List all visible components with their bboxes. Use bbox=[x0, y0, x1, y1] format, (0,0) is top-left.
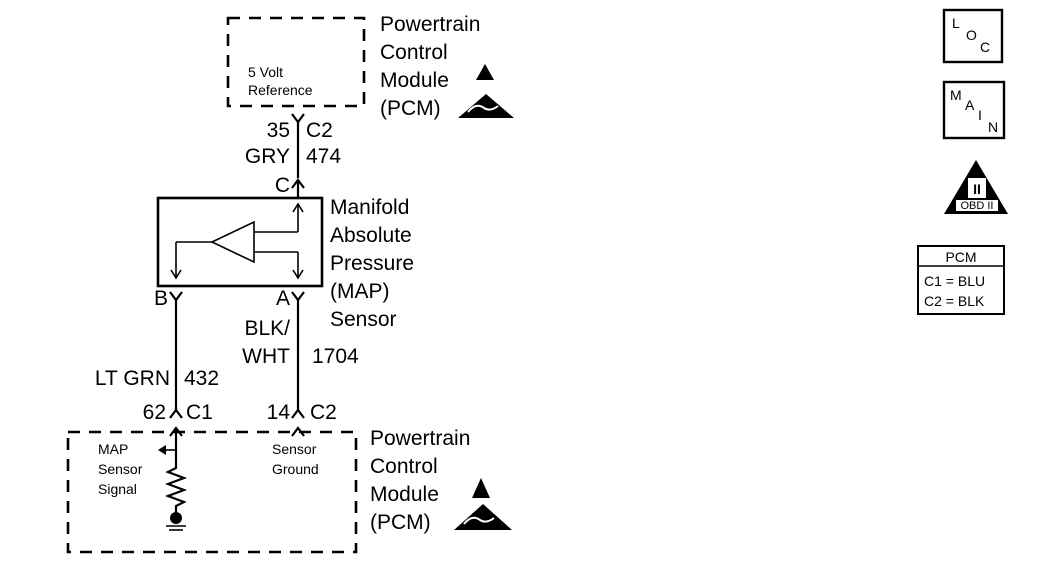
sensor-title-4: (MAP) bbox=[330, 280, 390, 303]
pcm-top-dashed-box bbox=[226, 16, 366, 108]
pcm-top: 5 Volt Reference Powertrain Control Modu… bbox=[226, 13, 514, 120]
legend-pcm-table: PCM C1 = BLU C2 = BLK bbox=[917, 245, 1005, 315]
map-sensor: C Manifold Absolute Pressure (MAP) Senso… bbox=[154, 174, 414, 331]
svg-text:N: N bbox=[988, 119, 998, 135]
pcm-bottom-signal-2: Sensor bbox=[98, 461, 143, 477]
pcm-table-box bbox=[917, 245, 1005, 315]
sensor-box bbox=[156, 196, 324, 288]
left-wire-connector: C1 bbox=[186, 401, 213, 424]
pcm-top-title-1: Powertrain bbox=[380, 13, 480, 36]
svg-text:O: O bbox=[966, 27, 977, 43]
pcm-bottom-signal-3: Signal bbox=[98, 481, 137, 497]
pcm-top-ref-label-1: 5 Volt bbox=[248, 64, 283, 80]
svg-text:C: C bbox=[980, 39, 990, 55]
ground-icon bbox=[170, 512, 182, 524]
right-wire-color-2: WHT bbox=[242, 345, 290, 368]
pull-up-resistor-icon bbox=[164, 462, 188, 514]
right-wire-color-1: BLK/ bbox=[244, 317, 290, 340]
pcm-top-circuit: 474 bbox=[306, 145, 341, 168]
legend-loc: L O C bbox=[942, 8, 1004, 64]
esd-warning-icon bbox=[454, 478, 512, 530]
left-wire-color: LT GRN bbox=[95, 367, 170, 390]
pcm-bottom-title-1: Powertrain bbox=[370, 427, 470, 450]
left-wire-circuit: 432 bbox=[184, 367, 219, 390]
pcm-top-title-4: (PCM) bbox=[380, 97, 441, 120]
svg-text:A: A bbox=[965, 97, 975, 113]
svg-text:I: I bbox=[978, 107, 982, 123]
legend-obd: II OBD II bbox=[944, 160, 1008, 214]
pcm-top-pin: 35 bbox=[267, 119, 290, 142]
sensor-terminal-b: B bbox=[154, 287, 168, 310]
pcm-top-title-2: Control bbox=[380, 41, 448, 64]
sensor-title-1: Manifold bbox=[330, 196, 409, 219]
sensor-terminal-c: C bbox=[275, 174, 290, 197]
pcm-table-header: PCM bbox=[945, 249, 976, 265]
pcm-bottom: MAP Sensor Signal Sensor Ground Powertra… bbox=[66, 426, 512, 554]
pcm-top-wire-color: GRY bbox=[245, 145, 290, 168]
svg-text:L: L bbox=[952, 15, 960, 31]
pcm-top-connector: 35 C2 GRY 474 bbox=[245, 113, 341, 178]
legend-main: M A I N bbox=[942, 80, 1006, 140]
sensor-title-3: Pressure bbox=[330, 252, 414, 275]
pcm-table-row-1: C1 = BLU bbox=[924, 273, 985, 289]
amplifier-icon bbox=[210, 220, 255, 264]
sensor-title-5: Sensor bbox=[330, 308, 397, 331]
right-wire-circuit: 1704 bbox=[312, 345, 359, 368]
pcm-top-ref-label-2: Reference bbox=[248, 82, 313, 98]
loc-icon bbox=[942, 8, 1004, 64]
pcm-bottom-ground-1: Sensor bbox=[272, 441, 317, 457]
pcm-bottom-title-2: Control bbox=[370, 455, 438, 478]
svg-text:M: M bbox=[950, 87, 962, 103]
main-icon bbox=[942, 80, 1006, 140]
right-wire-connector: C2 bbox=[310, 401, 337, 424]
pcm-bottom-dashed-box bbox=[66, 430, 358, 554]
pcm-bottom-signal-1: MAP bbox=[98, 441, 128, 457]
sensor-title-2: Absolute bbox=[330, 224, 412, 247]
svg-text:II: II bbox=[973, 181, 981, 197]
left-wire-pin: 62 bbox=[143, 401, 166, 424]
svg-text:OBD II: OBD II bbox=[960, 200, 993, 212]
esd-warning-icon bbox=[458, 64, 514, 118]
pcm-bottom-ground-2: Ground bbox=[272, 461, 319, 477]
sensor-terminal-a: A bbox=[276, 287, 290, 310]
pcm-bottom-title-3: Module bbox=[370, 483, 439, 506]
pcm-table-row-2: C2 = BLK bbox=[924, 293, 985, 309]
right-wire-pin: 14 bbox=[267, 401, 291, 424]
left-wire: LT GRN 432 62 C1 bbox=[95, 300, 219, 424]
pcm-top-connector-id: C2 bbox=[306, 119, 333, 142]
pcm-top-title-3: Module bbox=[380, 69, 449, 92]
right-wire: BLK/ WHT 1704 14 C2 bbox=[242, 300, 359, 424]
pcm-bottom-title-4: (PCM) bbox=[370, 511, 431, 534]
